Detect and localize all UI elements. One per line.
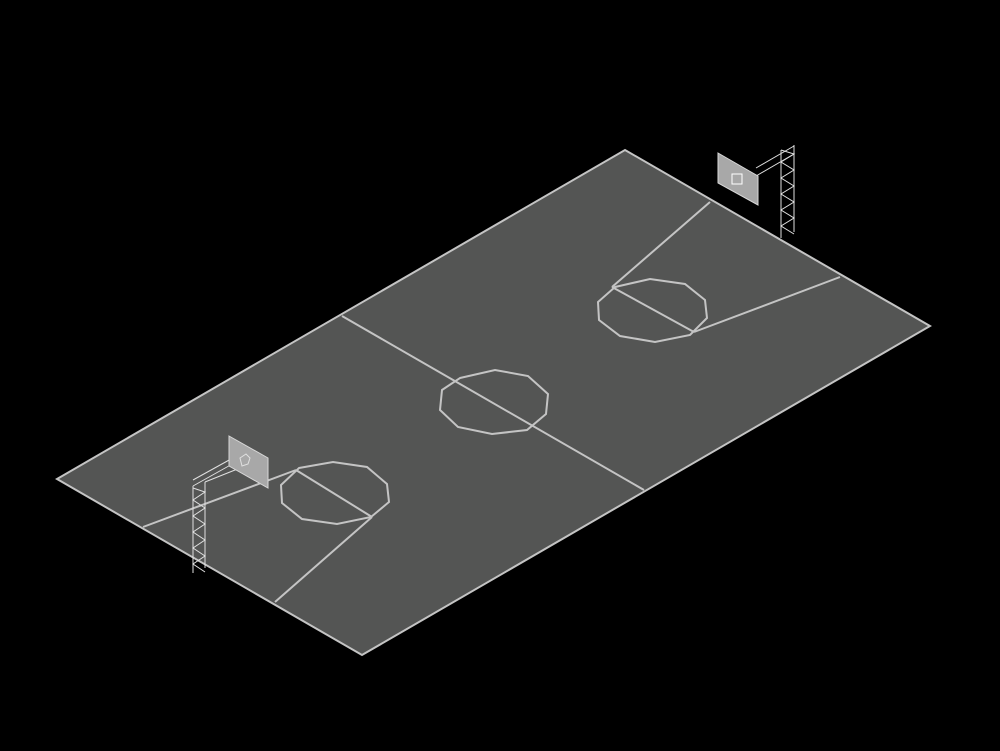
center-circle bbox=[438, 368, 550, 436]
right-free-throw-circle bbox=[596, 277, 709, 344]
right-free-throw-line bbox=[611, 286, 695, 333]
left-key bbox=[142, 460, 391, 603]
basketball-hoop-right-icon bbox=[717, 145, 796, 238]
court-markings bbox=[142, 201, 841, 603]
basketball-hoop-left-icon bbox=[192, 435, 269, 573]
center-line bbox=[341, 315, 645, 491]
right-backboard bbox=[717, 152, 759, 206]
left-free-throw-line bbox=[295, 469, 373, 518]
right-key bbox=[596, 201, 841, 344]
